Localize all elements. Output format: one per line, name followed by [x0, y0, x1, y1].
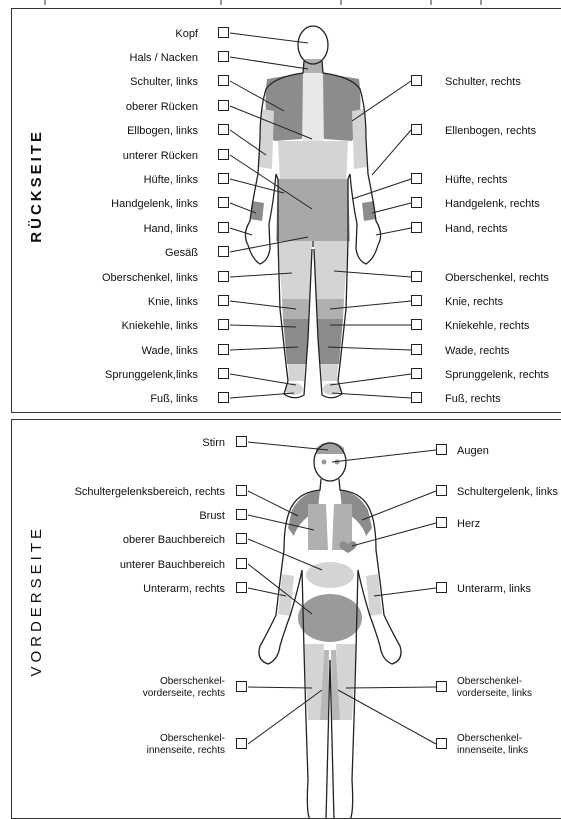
- body-part-label-wade-links: Wade, links: [142, 345, 198, 357]
- body-part-label-sprunggelenk-links: Sprunggelenk,links: [105, 369, 198, 381]
- checkbox-oberer-bauchbereich[interactable]: [236, 533, 247, 544]
- checkbox-hüfte-links[interactable]: [218, 173, 229, 184]
- checkbox-schultergelenksbereich-rechts[interactable]: [236, 485, 247, 496]
- checkbox-unterer-bauchbereich[interactable]: [236, 558, 247, 569]
- body-part-label-oberschenkel-innenseite-rechts: Oberschenkel- innenseite, rechts: [147, 733, 225, 757]
- checkbox-knie-links[interactable]: [218, 295, 229, 306]
- body-part-label-hand-links: Hand, links: [144, 223, 198, 235]
- checkbox-brust[interactable]: [236, 509, 247, 520]
- body-part-label-oberer-rücken: oberer Rücken: [126, 101, 198, 113]
- checkbox-stirn[interactable]: [236, 436, 247, 447]
- body-part-label-unterarm-rechts: Unterarm, rechts: [143, 583, 225, 595]
- body-part-label-unterer-rücken: unterer Rücken: [123, 150, 198, 162]
- body-part-label-knie-rechts: Knie, rechts: [445, 296, 503, 308]
- checkbox-fuß-links[interactable]: [218, 392, 229, 403]
- body-part-label-schulter-links: Schulter, links: [130, 76, 198, 88]
- checkbox-oberschenkel-vorderseite-rechts[interactable]: [236, 681, 247, 692]
- checkbox-hand-rechts[interactable]: [411, 222, 422, 233]
- checkbox-wade-rechts[interactable]: [411, 344, 422, 355]
- checkbox-hüfte-rechts[interactable]: [411, 173, 422, 184]
- body-part-label-augen: Augen: [457, 445, 489, 457]
- checkbox-oberschenkel-vorderseite-links[interactable]: [436, 681, 447, 692]
- body-part-label-oberer-bauchbereich: oberer Bauchbereich: [123, 534, 225, 546]
- checkbox-handgelenk-rechts[interactable]: [411, 197, 422, 208]
- body-part-label-hand-rechts: Hand, rechts: [445, 223, 507, 235]
- checkbox-unterarm-rechts[interactable]: [236, 582, 247, 593]
- body-part-label-unterarm-links: Unterarm, links: [457, 583, 531, 595]
- body-part-label-oberschenkel-links: Oberschenkel, links: [102, 272, 198, 284]
- checkbox-sprunggelenk-links[interactable]: [218, 368, 229, 379]
- body-part-label-ellenbogen-rechts: Ellenbogen, rechts: [445, 125, 536, 137]
- body-part-label-schultergelenk-links: Schultergelenk, links: [457, 486, 558, 498]
- checkbox-oberschenkel-innenseite-rechts[interactable]: [236, 738, 247, 749]
- checkbox-ellbogen-links[interactable]: [218, 124, 229, 135]
- body-part-label-schultergelenksbereich-rechts: Schultergelenksbereich, rechts: [75, 486, 225, 498]
- body-part-label-kniekehle-links: Kniekehle, links: [122, 320, 198, 332]
- checkbox-herz[interactable]: [436, 517, 447, 528]
- checkbox-schulter-rechts[interactable]: [411, 75, 422, 86]
- body-part-label-kniekehle-rechts: Kniekehle, rechts: [445, 320, 529, 332]
- checkbox-augen[interactable]: [436, 444, 447, 455]
- checkbox-unterarm-links[interactable]: [436, 582, 447, 593]
- body-part-label-herz: Herz: [457, 518, 480, 530]
- checkbox-schultergelenk-links[interactable]: [436, 485, 447, 496]
- body-part-label-hals-nacken: Hals / Nacken: [130, 52, 198, 64]
- checkbox-gesäß[interactable]: [218, 246, 229, 257]
- body-part-label-hüfte-rechts: Hüfte, rechts: [445, 174, 507, 186]
- body-part-label-schulter-rechts: Schulter, rechts: [445, 76, 521, 88]
- checkbox-oberer-rücken[interactable]: [218, 100, 229, 111]
- checkbox-kopf[interactable]: [218, 27, 229, 38]
- checkbox-knie-rechts[interactable]: [411, 295, 422, 306]
- back-view-title: RÜCKSEITE: [28, 129, 45, 243]
- body-part-label-oberschenkel-innenseite-links: Oberschenkel- innenseite, links: [457, 733, 528, 757]
- body-part-label-handgelenk-links: Handgelenk, links: [111, 198, 198, 210]
- checkbox-oberschenkel-links[interactable]: [218, 271, 229, 282]
- checkbox-ellenbogen-rechts[interactable]: [411, 124, 422, 135]
- body-part-label-fuß-links: Fuß, links: [150, 393, 198, 405]
- body-part-label-wade-rechts: Wade, rechts: [445, 345, 509, 357]
- body-part-label-handgelenk-rechts: Handgelenk, rechts: [445, 198, 540, 210]
- checkbox-hand-links[interactable]: [218, 222, 229, 233]
- checkbox-unterer-rücken[interactable]: [218, 149, 229, 160]
- body-part-label-oberschenkel-rechts: Oberschenkel, rechts: [445, 272, 549, 284]
- front-view-title: VORDERSEITE: [28, 525, 45, 677]
- body-part-label-knie-links: Knie, links: [148, 296, 198, 308]
- checkbox-wade-links[interactable]: [218, 344, 229, 355]
- checkbox-sprunggelenk-rechts[interactable]: [411, 368, 422, 379]
- checkbox-fuß-rechts[interactable]: [411, 392, 422, 403]
- body-part-label-sprunggelenk-rechts: Sprunggelenk, rechts: [445, 369, 549, 381]
- body-part-label-kopf: Kopf: [175, 28, 198, 40]
- body-part-label-stirn: Stirn: [202, 437, 225, 449]
- checkbox-kniekehle-rechts[interactable]: [411, 319, 422, 330]
- body-part-label-ellbogen-links: Ellbogen, links: [127, 125, 198, 137]
- checkbox-oberschenkel-innenseite-links[interactable]: [436, 738, 447, 749]
- body-part-label-oberschenkel-vorderseite-links: Oberschenkel- vorderseite, links: [457, 676, 532, 700]
- body-part-label-gesäß: Gesäß: [165, 247, 198, 259]
- checkbox-schulter-links[interactable]: [218, 75, 229, 86]
- checkbox-handgelenk-links[interactable]: [218, 197, 229, 208]
- body-part-label-unterer-bauchbereich: unterer Bauchbereich: [120, 559, 225, 571]
- body-part-label-fuß-rechts: Fuß, rechts: [445, 393, 501, 405]
- body-part-label-brust: Brust: [199, 510, 225, 522]
- checkbox-oberschenkel-rechts[interactable]: [411, 271, 422, 282]
- top-edge-marks: [11, 0, 561, 8]
- front-body-figure: [12, 420, 561, 819]
- checkbox-hals-nacken[interactable]: [218, 51, 229, 62]
- body-part-label-hüfte-links: Hüfte, links: [144, 174, 198, 186]
- checkbox-kniekehle-links[interactable]: [218, 319, 229, 330]
- body-part-label-oberschenkel-vorderseite-rechts: Oberschenkel- vorderseite, rechts: [143, 676, 225, 700]
